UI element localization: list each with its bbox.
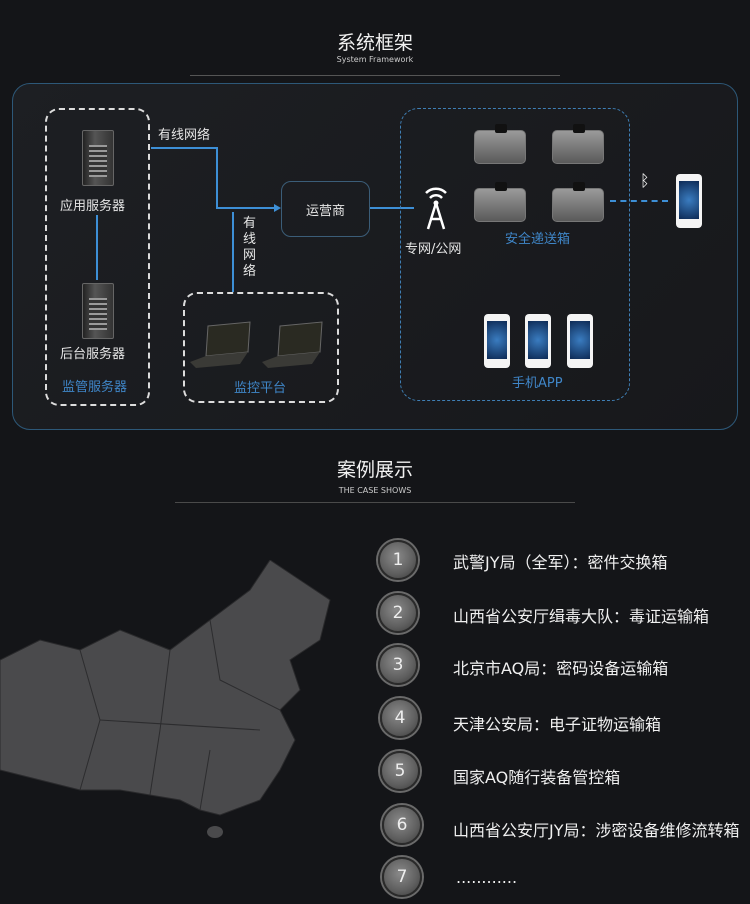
antenna-icon bbox=[425, 187, 447, 230]
supervision-server-label: 监管服务器 bbox=[62, 380, 128, 395]
secure-box-icon bbox=[474, 182, 526, 222]
backend-server-label: 后台服务器 bbox=[60, 347, 126, 362]
monitor-platform-label: 监控平台 bbox=[234, 381, 287, 396]
arrow-icon bbox=[274, 204, 281, 212]
framework-title: 系统框架 bbox=[336, 32, 413, 54]
framework-subtitle: System Framework bbox=[336, 55, 414, 64]
cases-subtitle: THE CASE SHOWS bbox=[338, 486, 412, 495]
mobile-app-label: 手机APP bbox=[512, 376, 563, 391]
connector-line bbox=[232, 212, 234, 292]
case-number-badge: 5 bbox=[380, 751, 420, 791]
divider bbox=[190, 75, 560, 76]
system-framework-diagram bbox=[12, 83, 738, 430]
secure-box-icon bbox=[474, 124, 526, 164]
case-number-badge: 7 bbox=[382, 857, 422, 897]
secure-box-icon bbox=[552, 182, 604, 222]
connector-line bbox=[96, 215, 98, 280]
laptop-icon bbox=[262, 321, 323, 368]
case-number-badge: 2 bbox=[378, 593, 418, 633]
bluetooth-icon: ᛒ bbox=[640, 171, 650, 190]
monitor-platform-group bbox=[183, 292, 339, 403]
secure-box-label: 安全递送箱 bbox=[505, 232, 571, 247]
case-item: 国家AQ随行装备管控箱 bbox=[453, 768, 621, 787]
phone-icon bbox=[525, 314, 551, 368]
case-number-badge: 1 bbox=[378, 540, 418, 580]
connector-line bbox=[370, 207, 414, 209]
server-icon bbox=[82, 130, 114, 186]
operator-node: 运营商 bbox=[281, 181, 370, 237]
case-item: 北京市AQ局：密码设备运输箱 bbox=[453, 659, 669, 678]
phone-icon bbox=[484, 314, 510, 368]
connector-line bbox=[216, 207, 278, 209]
case-number-badge: 4 bbox=[380, 698, 420, 738]
laptop-icon bbox=[190, 321, 251, 368]
connector-line bbox=[216, 147, 218, 209]
phone-icon bbox=[676, 174, 702, 228]
wired-network-label: 有线网络 bbox=[158, 128, 211, 143]
terminal-group bbox=[400, 108, 630, 401]
divider bbox=[175, 502, 575, 503]
app-server-label: 应用服务器 bbox=[60, 199, 126, 214]
cases-title: 案例展示 bbox=[336, 459, 413, 481]
connector-line bbox=[151, 147, 217, 149]
secure-box-icon bbox=[552, 124, 604, 164]
case-item: 山西省公安厅JY局：涉密设备维修流转箱 bbox=[453, 821, 740, 840]
bluetooth-link bbox=[610, 200, 668, 202]
wired-network-vertical-label: 有线网络 bbox=[243, 216, 257, 279]
china-map bbox=[0, 560, 331, 838]
supervision-server-group bbox=[45, 108, 150, 406]
case-item: 天津公安局：电子证物运输箱 bbox=[453, 715, 662, 734]
server-icon bbox=[82, 283, 114, 339]
phone-icon bbox=[567, 314, 593, 368]
case-item: ............ bbox=[456, 868, 518, 887]
case-number-badge: 6 bbox=[382, 805, 422, 845]
case-item: 武警JY局（全军）：密件交换箱 bbox=[453, 553, 668, 572]
case-item: 山西省公安厅缉毒大队：毒证运输箱 bbox=[453, 607, 710, 626]
case-number-badge: 3 bbox=[378, 645, 418, 685]
network-label: 专网/公网 bbox=[405, 242, 462, 257]
